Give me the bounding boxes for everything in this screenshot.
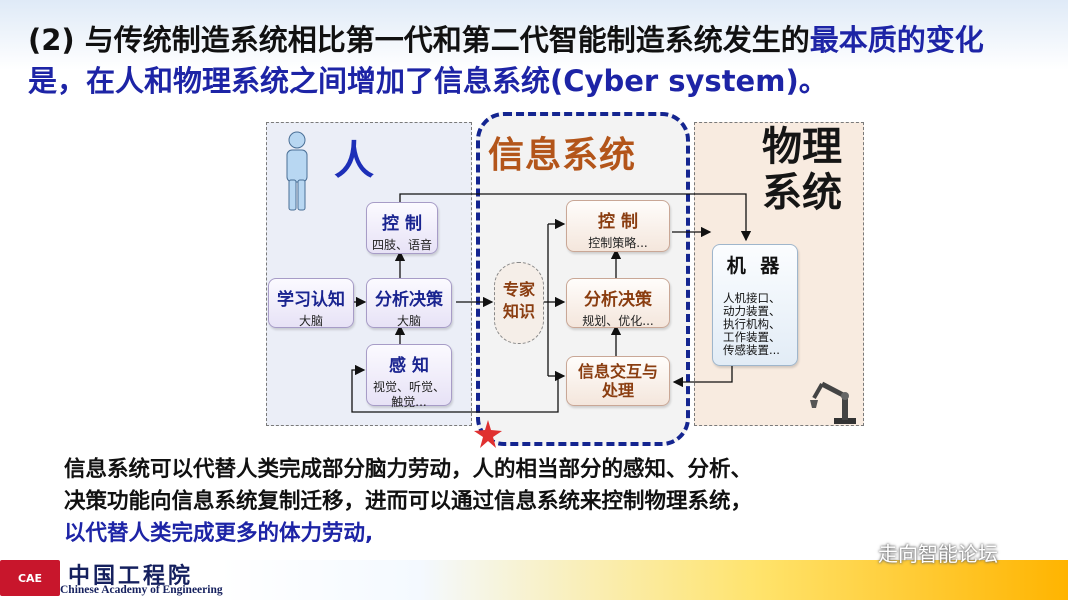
physical-system-title: 物理 系统 [762, 124, 842, 216]
org-name-en: Chinese Academy of Engineering [60, 584, 223, 596]
info-analyze-box: 分析决策 规划、优化... [566, 278, 670, 328]
wechat-icon [846, 539, 872, 559]
machine-item: 动力装置、 [723, 304, 781, 318]
info-control-title: 控 制 [598, 212, 638, 232]
machine-item: 工作装置、 [723, 330, 781, 344]
watermark-text: 走向智能论坛 [878, 542, 998, 566]
info-control-box: 控 制 控制策略... [566, 200, 670, 252]
human-zone-title: 人 [334, 138, 374, 184]
star-icon [474, 420, 502, 448]
info-analyze-title: 分析决策 [584, 290, 652, 310]
human-perceive-title: 感 知 [389, 356, 429, 376]
cae-logo-text: CAE [17, 572, 43, 585]
info-control-sub: 控制策略... [588, 236, 648, 250]
machine-title: 机 器 [726, 255, 784, 277]
learn-title: 学习认知 [277, 290, 345, 310]
machine-item: 传感装置... [723, 343, 780, 357]
human-perceive-box: 感 知 视觉、听觉、触觉... [366, 344, 452, 409]
robot-arm-icon [810, 381, 856, 424]
physical-title-line1: 物理 [762, 124, 842, 170]
expert-line1: 专家 [502, 280, 535, 299]
machine-item: 人机接口、 [723, 291, 781, 305]
learn-sub: 大脑 [298, 314, 323, 328]
human-analyze-sub: 大脑 [396, 314, 421, 328]
body-line1: 信息系统可以代替人类完成部分脑力劳动，人的相当部分的感知、分析、 [64, 457, 753, 482]
title-part1: (2) 与传统制造系统相比第一代和第二代智能制造系统发生的 [28, 23, 810, 57]
expert-knowledge-node: 专家 知识 [494, 262, 544, 344]
footer-bar [0, 560, 1068, 600]
info-exchange-line1: 信息交互与 [577, 362, 658, 381]
info-exchange-line2: 处理 [601, 381, 634, 400]
info-system-title: 信息系统 [488, 135, 637, 176]
human-control-sub: 四肢、语音 [371, 238, 432, 252]
body-line3: 以代替人类完成更多的体力劳动, [64, 521, 374, 546]
title-highlight: 最本质的变化是，在人和物理系统之间增加了信息系统(Cyber system)。 [28, 23, 984, 98]
body-line2: 决策功能向信息系统复制迁移，进而可以通过信息系统来控制物理系统， [64, 489, 753, 514]
person-icon [286, 131, 308, 211]
human-perceive-sub2: 触觉... [391, 395, 427, 409]
info-exchange-box: 信息交互与处理 [566, 356, 670, 406]
physical-title-line2: 系统 [762, 170, 842, 216]
expert-line2: 知识 [502, 302, 535, 321]
human-analyze-title: 分析决策 [375, 290, 443, 310]
human-control-title: 控 制 [382, 214, 422, 234]
hcps-diagram: 人 信息系统 物理 系统 [262, 112, 868, 448]
explanation-text: 信息系统可以代替人类完成部分脑力劳动，人的相当部分的感知、分析、 决策功能向信息… [64, 454, 1024, 550]
machine-item: 执行机构、 [723, 317, 781, 331]
learn-cognition-box: 学习认知 大脑 [268, 278, 354, 328]
org-name-cn: 中国工程院 [68, 563, 194, 589]
machine-box: 机 器 人机接口、 动力装置、 执行机构、 工作装置、 传感装置... [712, 244, 798, 366]
human-control-box: 控 制 四肢、语音 [366, 202, 438, 254]
human-analyze-box: 分析决策 大脑 [366, 278, 452, 328]
slide-title: (2) 与传统制造系统相比第一代和第二代智能制造系统发生的最本质的变化是，在人和… [28, 20, 1038, 102]
human-perceive-sub1: 视觉、听觉、 [372, 380, 445, 394]
info-analyze-sub: 规划、优化... [582, 314, 654, 328]
cae-logo [0, 560, 60, 596]
